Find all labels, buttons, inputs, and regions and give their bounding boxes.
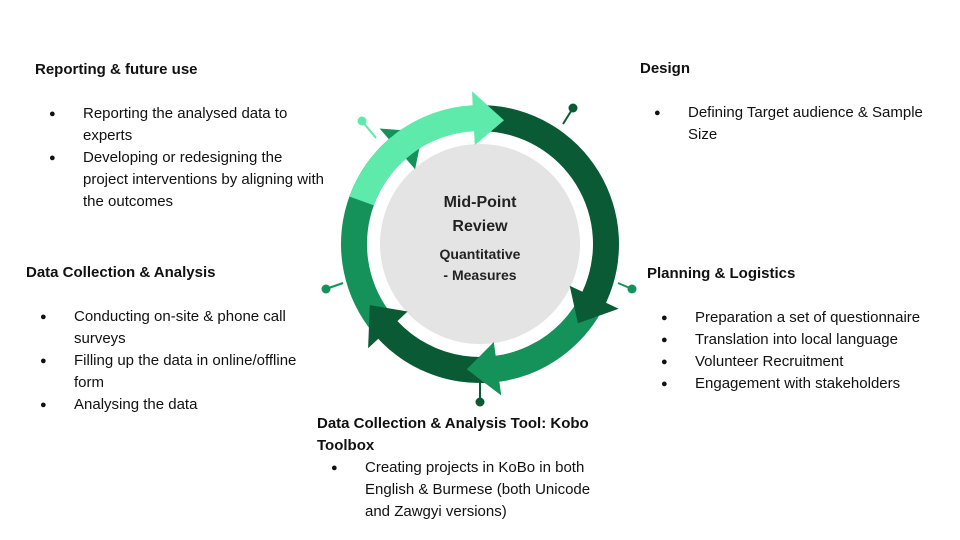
section-collection: Data Collection & Analysis Conducting on… bbox=[26, 262, 316, 416]
list-item: Defining Target audience & Sample Size bbox=[640, 102, 950, 146]
connector-collection bbox=[321, 282, 344, 294]
connector-reporting bbox=[357, 116, 377, 139]
section-title: Design bbox=[640, 60, 691, 77]
bullet-list: Preparation a set of questionnaire Trans… bbox=[647, 307, 947, 395]
section-reporting: Reporting & future use Reporting the ana… bbox=[35, 59, 325, 213]
list-item: Analysing the data bbox=[26, 394, 316, 416]
section-tool: Data Collection & Analysis Tool: Kobo To… bbox=[317, 413, 617, 523]
inner-disc bbox=[380, 144, 580, 344]
section-title: Planning & Logistics bbox=[647, 265, 796, 282]
section-design: Design Defining Target audience & Sample… bbox=[640, 58, 950, 146]
ring-segment-planning bbox=[466, 255, 619, 396]
list-item: Preparation a set of questionnaire bbox=[647, 307, 947, 329]
list-item: Developing or redesigning the project in… bbox=[35, 147, 325, 213]
list-item: Creating projects in KoBo in both Englis… bbox=[317, 457, 617, 523]
center-subtitle-line1: Quantitative bbox=[439, 246, 521, 262]
bullet-list: Conducting on-site & phone call surveys … bbox=[26, 306, 316, 416]
ring-segment-reporting bbox=[349, 91, 504, 206]
section-title: Data Collection & Analysis Tool: Kobo To… bbox=[317, 415, 589, 454]
bullet-list: Reporting the analysed data to experts D… bbox=[35, 103, 325, 213]
list-item: Translation into local language bbox=[647, 329, 947, 351]
center-subtitle: Quantitative - Measures bbox=[420, 244, 540, 286]
section-planning: Planning & Logistics Preparation a set o… bbox=[647, 263, 947, 395]
list-item: Engagement with stakeholders bbox=[647, 373, 947, 395]
list-item: Filling up the data in online/offline fo… bbox=[26, 350, 316, 394]
list-item: Volunteer Recruitment bbox=[647, 351, 947, 373]
connector-tool bbox=[475, 382, 485, 407]
bullet-list: Defining Target audience & Sample Size bbox=[640, 102, 950, 146]
connector-planning bbox=[617, 282, 637, 294]
list-item: Conducting on-site & phone call surveys bbox=[26, 306, 316, 350]
center-subtitle-line2: - Measures bbox=[443, 267, 517, 283]
section-title: Data Collection & Analysis bbox=[26, 264, 216, 281]
ring-segment-design bbox=[483, 105, 619, 324]
connector-design bbox=[562, 103, 578, 125]
bullet-list: Creating projects in KoBo in both Englis… bbox=[317, 457, 617, 523]
center-title: Mid-Point Review bbox=[410, 191, 550, 239]
list-item: Reporting the analysed data to experts bbox=[35, 103, 325, 147]
section-title: Reporting & future use bbox=[35, 61, 198, 78]
center-title-line1: Mid-Point bbox=[443, 194, 517, 211]
ring-segments bbox=[340, 91, 619, 396]
center-title-line2: Review bbox=[452, 218, 508, 235]
